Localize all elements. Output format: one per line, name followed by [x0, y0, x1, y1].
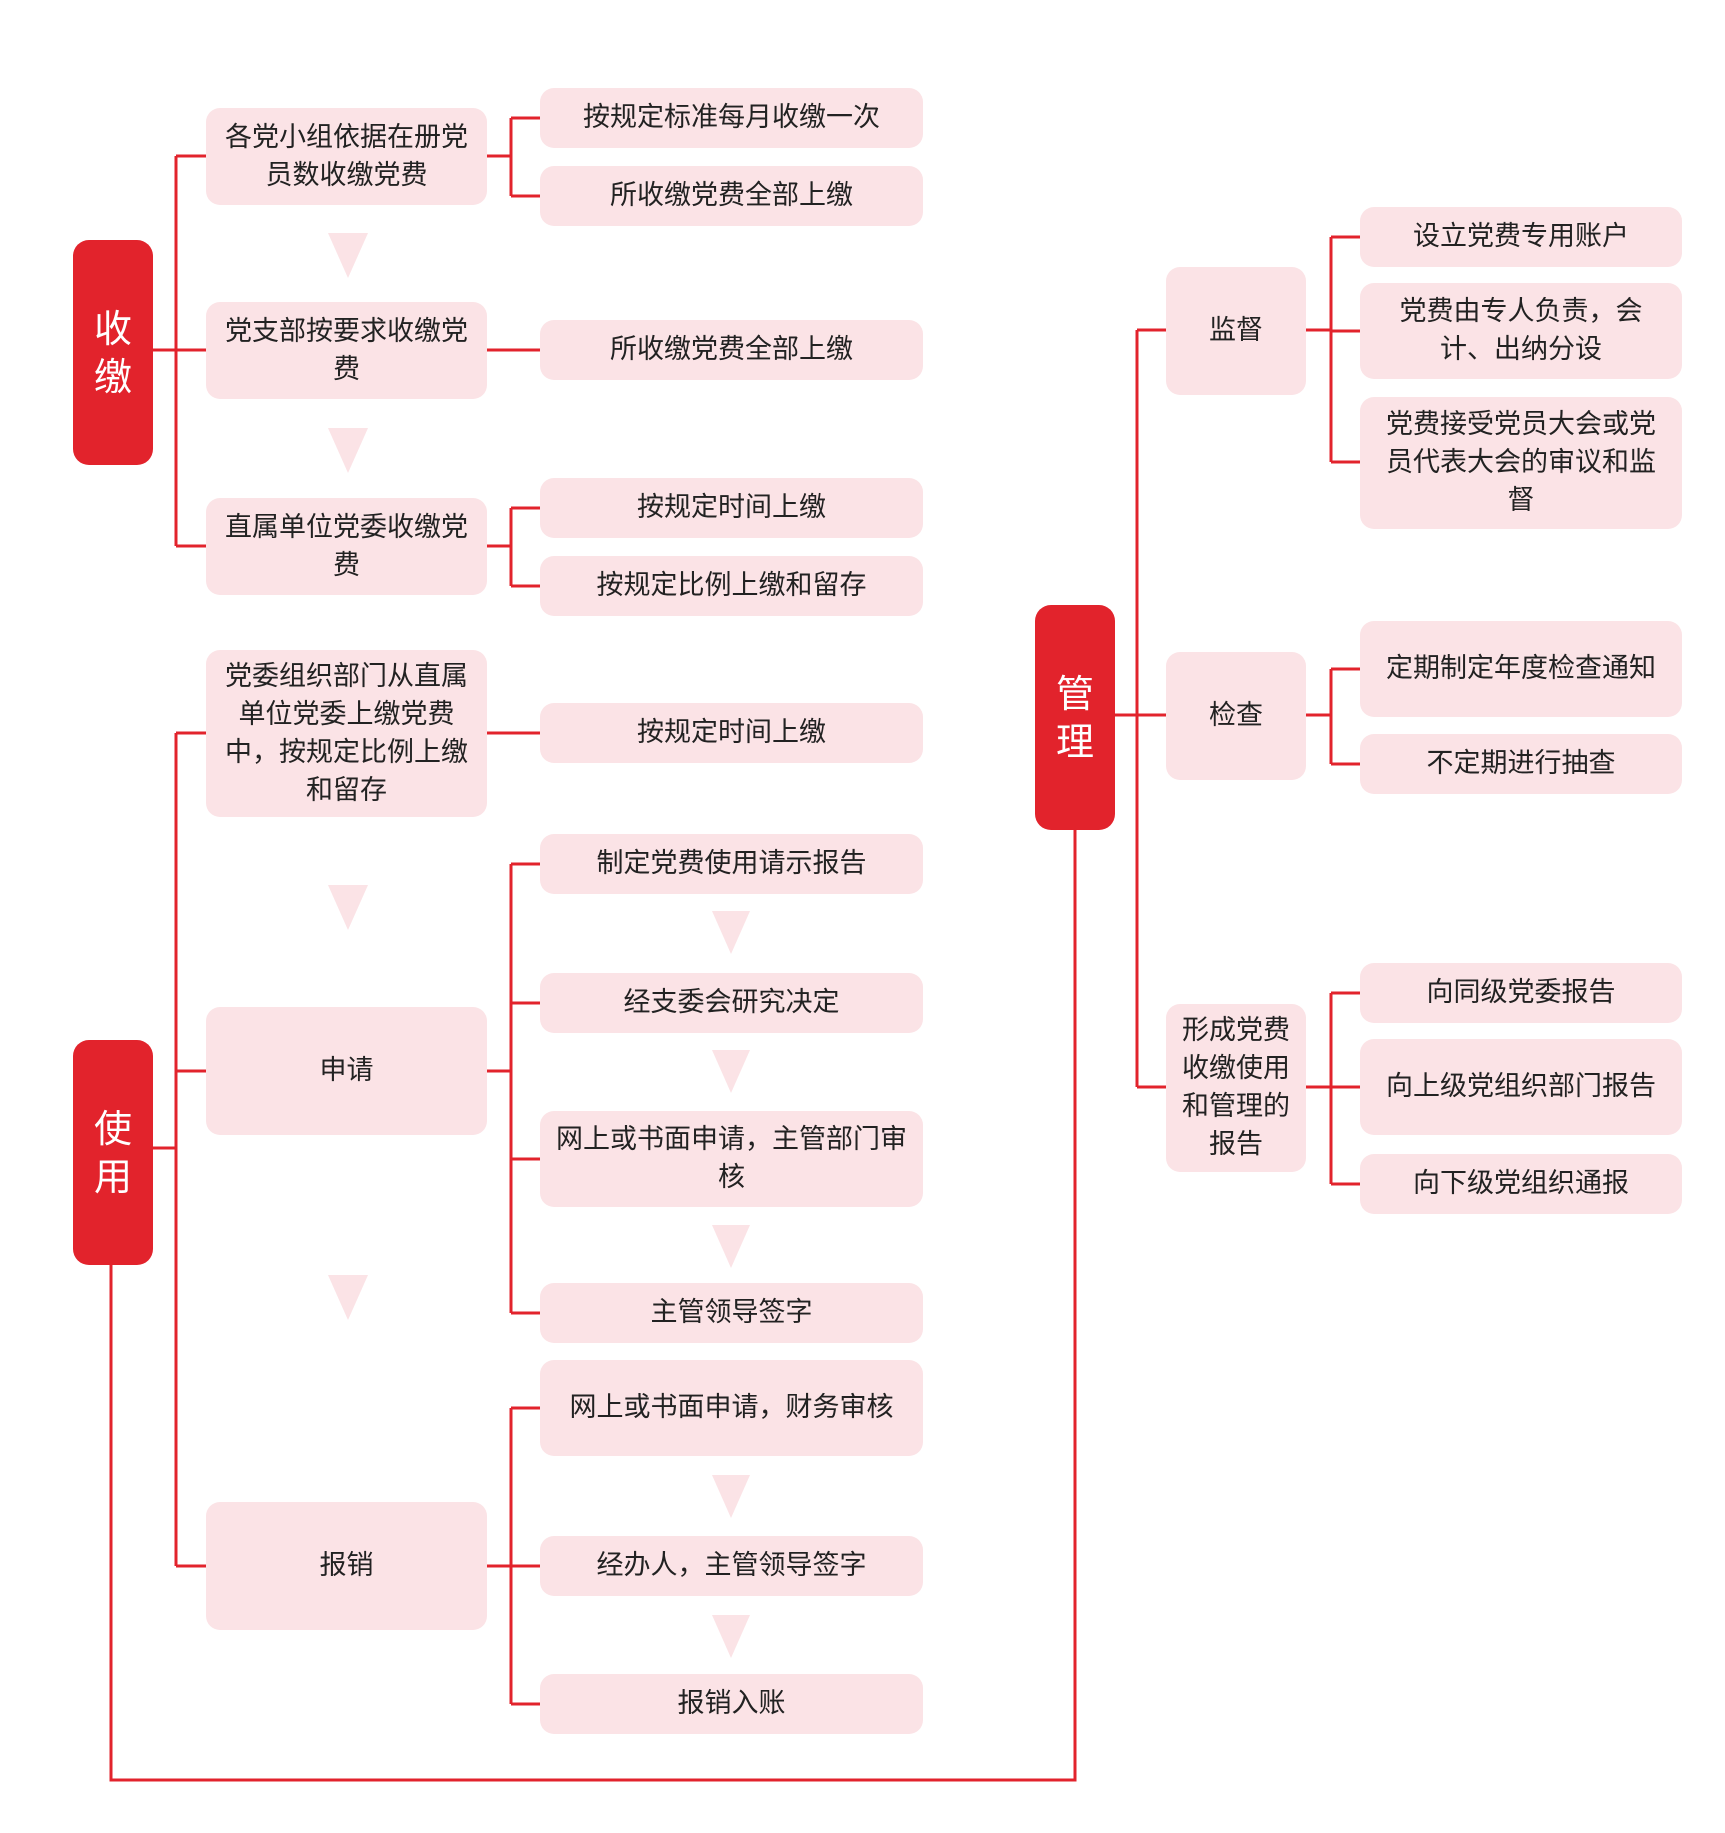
- connector: [487, 1406, 540, 1706]
- category-manage: 管理: [1035, 605, 1115, 830]
- detail-box: 党费由专人负责，会计、出纳分设: [1360, 283, 1682, 379]
- connector: [176, 731, 206, 1568]
- category-collect: 收缴: [73, 240, 153, 465]
- detail-box: 按规定时间上缴: [540, 478, 923, 538]
- down-arrow-icon: [328, 1275, 368, 1320]
- step-collect-branch: 党支部按要求收缴党费: [206, 302, 487, 399]
- detail-box: 不定期进行抽查: [1360, 734, 1682, 794]
- detail-box: 所收缴党费全部上缴: [540, 166, 923, 226]
- detail-box: 所收缴党费全部上缴: [540, 320, 923, 380]
- step-manage-report: 形成党费收缴使用和管理的报告: [1166, 1004, 1306, 1172]
- connector: [1137, 328, 1166, 1089]
- detail-box: 报销入账: [540, 1674, 923, 1734]
- step-manage-supervise: 监督: [1166, 267, 1306, 395]
- connector: [1306, 667, 1360, 766]
- down-arrow-icon: [712, 1615, 750, 1658]
- connector: [487, 862, 540, 1315]
- step-collect-unit: 直属单位党委收缴党费: [206, 498, 487, 595]
- connector: [487, 506, 540, 588]
- detail-box: 主管领导签字: [540, 1283, 923, 1343]
- detail-box: 党费接受党员大会或党员代表大会的审议和监督: [1360, 397, 1682, 529]
- down-arrow-icon: [712, 1475, 750, 1518]
- step-use-reimburse: 报销: [206, 1502, 487, 1630]
- down-arrow-icon: [712, 1225, 750, 1268]
- detail-box: 网上或书面申请，主管部门审核: [540, 1111, 923, 1207]
- detail-box: 定期制定年度检查通知: [1360, 621, 1682, 717]
- connector: [176, 154, 206, 548]
- connector: [109, 828, 1077, 1782]
- detail-box: 按规定标准每月收缴一次: [540, 88, 923, 148]
- down-arrow-icon: [328, 885, 368, 930]
- category-use: 使用: [73, 1040, 153, 1265]
- step-use-apply: 申请: [206, 1007, 487, 1135]
- down-arrow-icon: [328, 428, 368, 473]
- detail-box: 按规定比例上缴和留存: [540, 556, 923, 616]
- detail-box: 向上级党组织部门报告: [1360, 1039, 1682, 1135]
- detail-box: 向同级党委报告: [1360, 963, 1682, 1023]
- connector: [487, 116, 540, 198]
- connector: [1306, 235, 1360, 464]
- down-arrow-icon: [328, 233, 368, 278]
- detail-box: 按规定时间上缴: [540, 703, 923, 763]
- down-arrow-icon: [712, 911, 750, 954]
- detail-box: 经支委会研究决定: [540, 973, 923, 1033]
- step-manage-check: 检查: [1166, 652, 1306, 780]
- step-collect-group: 各党小组依据在册党员数收缴党费: [206, 108, 487, 205]
- detail-box: 设立党费专用账户: [1360, 207, 1682, 267]
- detail-box: 经办人，主管领导签字: [540, 1536, 923, 1596]
- down-arrow-icon: [712, 1050, 750, 1093]
- connector: [1306, 991, 1360, 1186]
- step-use-org-dept: 党委组织部门从直属单位党委上缴党费中，按规定比例上缴和留存: [206, 650, 487, 817]
- detail-box: 向下级党组织通报: [1360, 1154, 1682, 1214]
- detail-box: 制定党费使用请示报告: [540, 834, 923, 894]
- detail-box: 网上或书面申请，财务审核: [540, 1360, 923, 1456]
